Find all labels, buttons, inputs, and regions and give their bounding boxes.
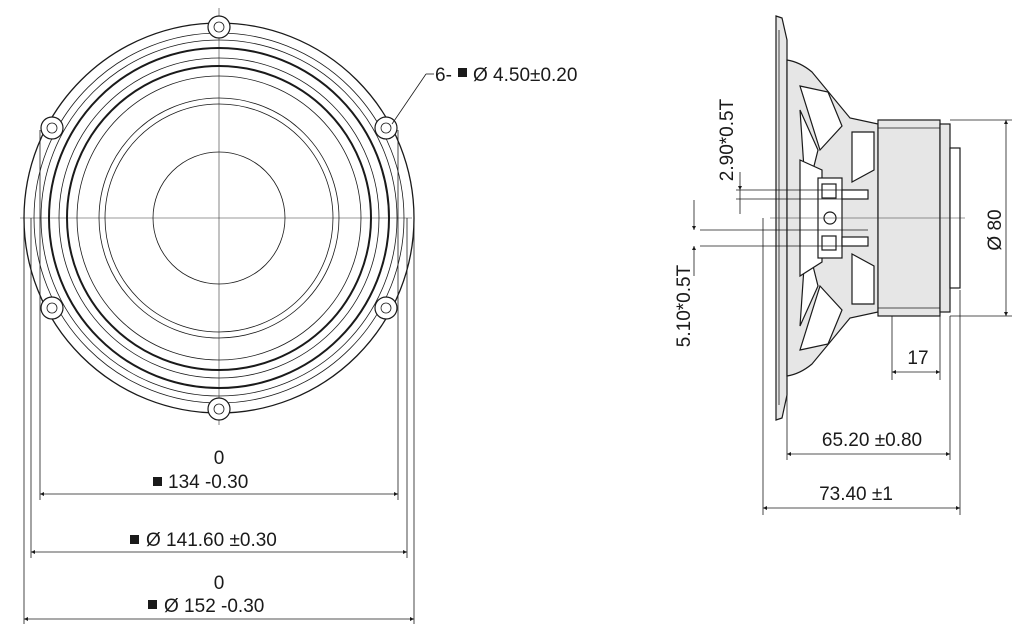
cone-ring-2 xyxy=(104,103,334,333)
front-view: 6- Ø 4.50±0.20 0 134 -0.30 Ø 141.60 ±0.3… xyxy=(20,8,577,624)
square-symbol xyxy=(148,600,157,609)
mount-hole-bottom xyxy=(207,397,231,421)
terminal-tab-lower xyxy=(841,236,869,247)
dim-134-upper: 0 xyxy=(214,448,225,469)
terminal-tab-upper xyxy=(841,189,869,200)
dust-cap xyxy=(152,151,286,285)
surround-outer xyxy=(48,47,390,389)
mount-hole-leader xyxy=(391,73,427,125)
terminal-upper-dim: 2.90*0.5T xyxy=(717,98,738,181)
mount-hole-lower-left xyxy=(40,296,64,320)
mount-hole-top xyxy=(207,15,231,39)
frame-depth-dim: 65.20 ±0.80 xyxy=(822,430,922,451)
mount-hole-lower-right xyxy=(374,296,398,320)
square-symbol xyxy=(458,68,467,77)
dim-134-lower: 134 -0.30 xyxy=(168,472,248,493)
dim-152-upper: 0 xyxy=(214,573,225,594)
magnet-diameter-dim: Ø 80 xyxy=(985,209,1006,250)
basket-inner-ring xyxy=(40,39,398,397)
cone-ring xyxy=(98,97,340,339)
magnet-depth-dim: 17 xyxy=(907,348,928,369)
dim-141-label: Ø 141.60 ±0.30 xyxy=(146,530,277,551)
mount-hole-upper-right xyxy=(374,116,398,140)
dim-152-lower: Ø 152 -0.30 xyxy=(164,596,264,617)
square-symbol xyxy=(130,535,139,544)
surround-mid xyxy=(58,57,380,379)
mount-hole-note: Ø 4.50±0.20 xyxy=(473,65,577,86)
terminal-lower-dim: 5.10*0.5T xyxy=(674,264,695,347)
mount-hole-upper-left xyxy=(40,116,64,140)
cone-edge xyxy=(76,75,362,361)
surround-inner xyxy=(66,65,372,371)
square-symbol xyxy=(153,477,162,486)
total-depth-dim: 73.40 ±1 xyxy=(819,484,893,505)
side-view: 2.90*0.5T 5.10*0.5T Ø 80 17 65.20 ±0.80 … xyxy=(674,15,1012,515)
mount-hole-prefix: 6- xyxy=(435,65,452,86)
